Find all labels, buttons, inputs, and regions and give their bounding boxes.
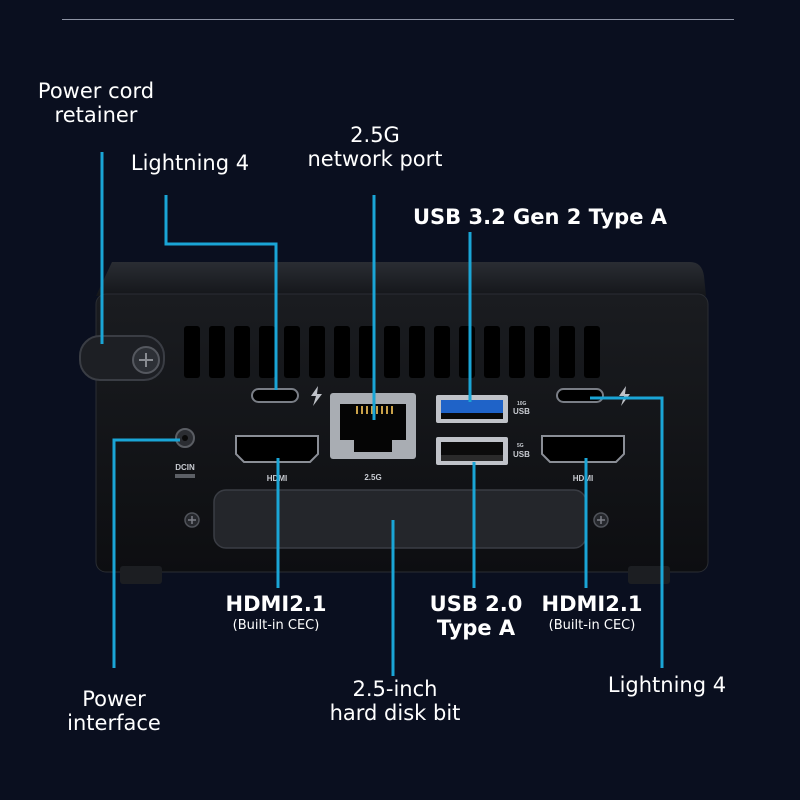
usb20-print: USB: [513, 450, 530, 459]
hdmi-port-right: [541, 435, 625, 463]
label-hdmi-left: HDMI2.1 (Built-in CEC): [225, 592, 327, 633]
leader-power-interface: [112, 438, 180, 668]
label-lightning-left: Lightning 4: [130, 151, 250, 175]
label-power-interface: Power interface: [67, 687, 161, 735]
leader-lines: [100, 152, 664, 676]
usb32-print: USB: [513, 407, 530, 416]
thunderbolt-left-icon: [311, 386, 322, 406]
lan-print: 2.5G: [364, 473, 381, 482]
hdmi-right-print: HDMI: [573, 474, 593, 483]
thunderbolt-port-right: [556, 388, 604, 403]
top-divider: [62, 19, 734, 20]
leader-lightning-right: [590, 396, 664, 668]
foot-left: [120, 566, 162, 584]
label-network-port: 2.5G network port: [307, 123, 443, 171]
hdd-bay-cover: [213, 489, 587, 549]
label-usb32: USB 3.2 Gen 2 Type A: [412, 205, 668, 229]
label-power-cord-retainer: Power cord retainer: [37, 79, 155, 127]
foot-right: [628, 566, 670, 584]
hdmi-port-left: [235, 435, 319, 463]
vent-grille: [184, 326, 600, 378]
label-hdd-bay: 2.5-inch hard disk bit: [329, 677, 461, 725]
label-usb20: USB 2.0 Type A: [429, 592, 523, 640]
label-hdmi-right: HDMI2.1 (Built-in CEC): [541, 592, 643, 633]
label-lightning-right: Lightning 4: [607, 673, 727, 697]
chassis-top: [96, 262, 706, 296]
screw-cross-icon: [139, 353, 153, 367]
dcin-print: DCIN: [175, 463, 195, 472]
thunderbolt-port-left: [251, 388, 299, 403]
usb20-speed-print: 5G: [517, 443, 524, 449]
usb32-speed-print: 10G: [517, 401, 527, 407]
thunderbolt-right-icon: [619, 386, 630, 406]
leader-lightning-left: [164, 195, 278, 390]
